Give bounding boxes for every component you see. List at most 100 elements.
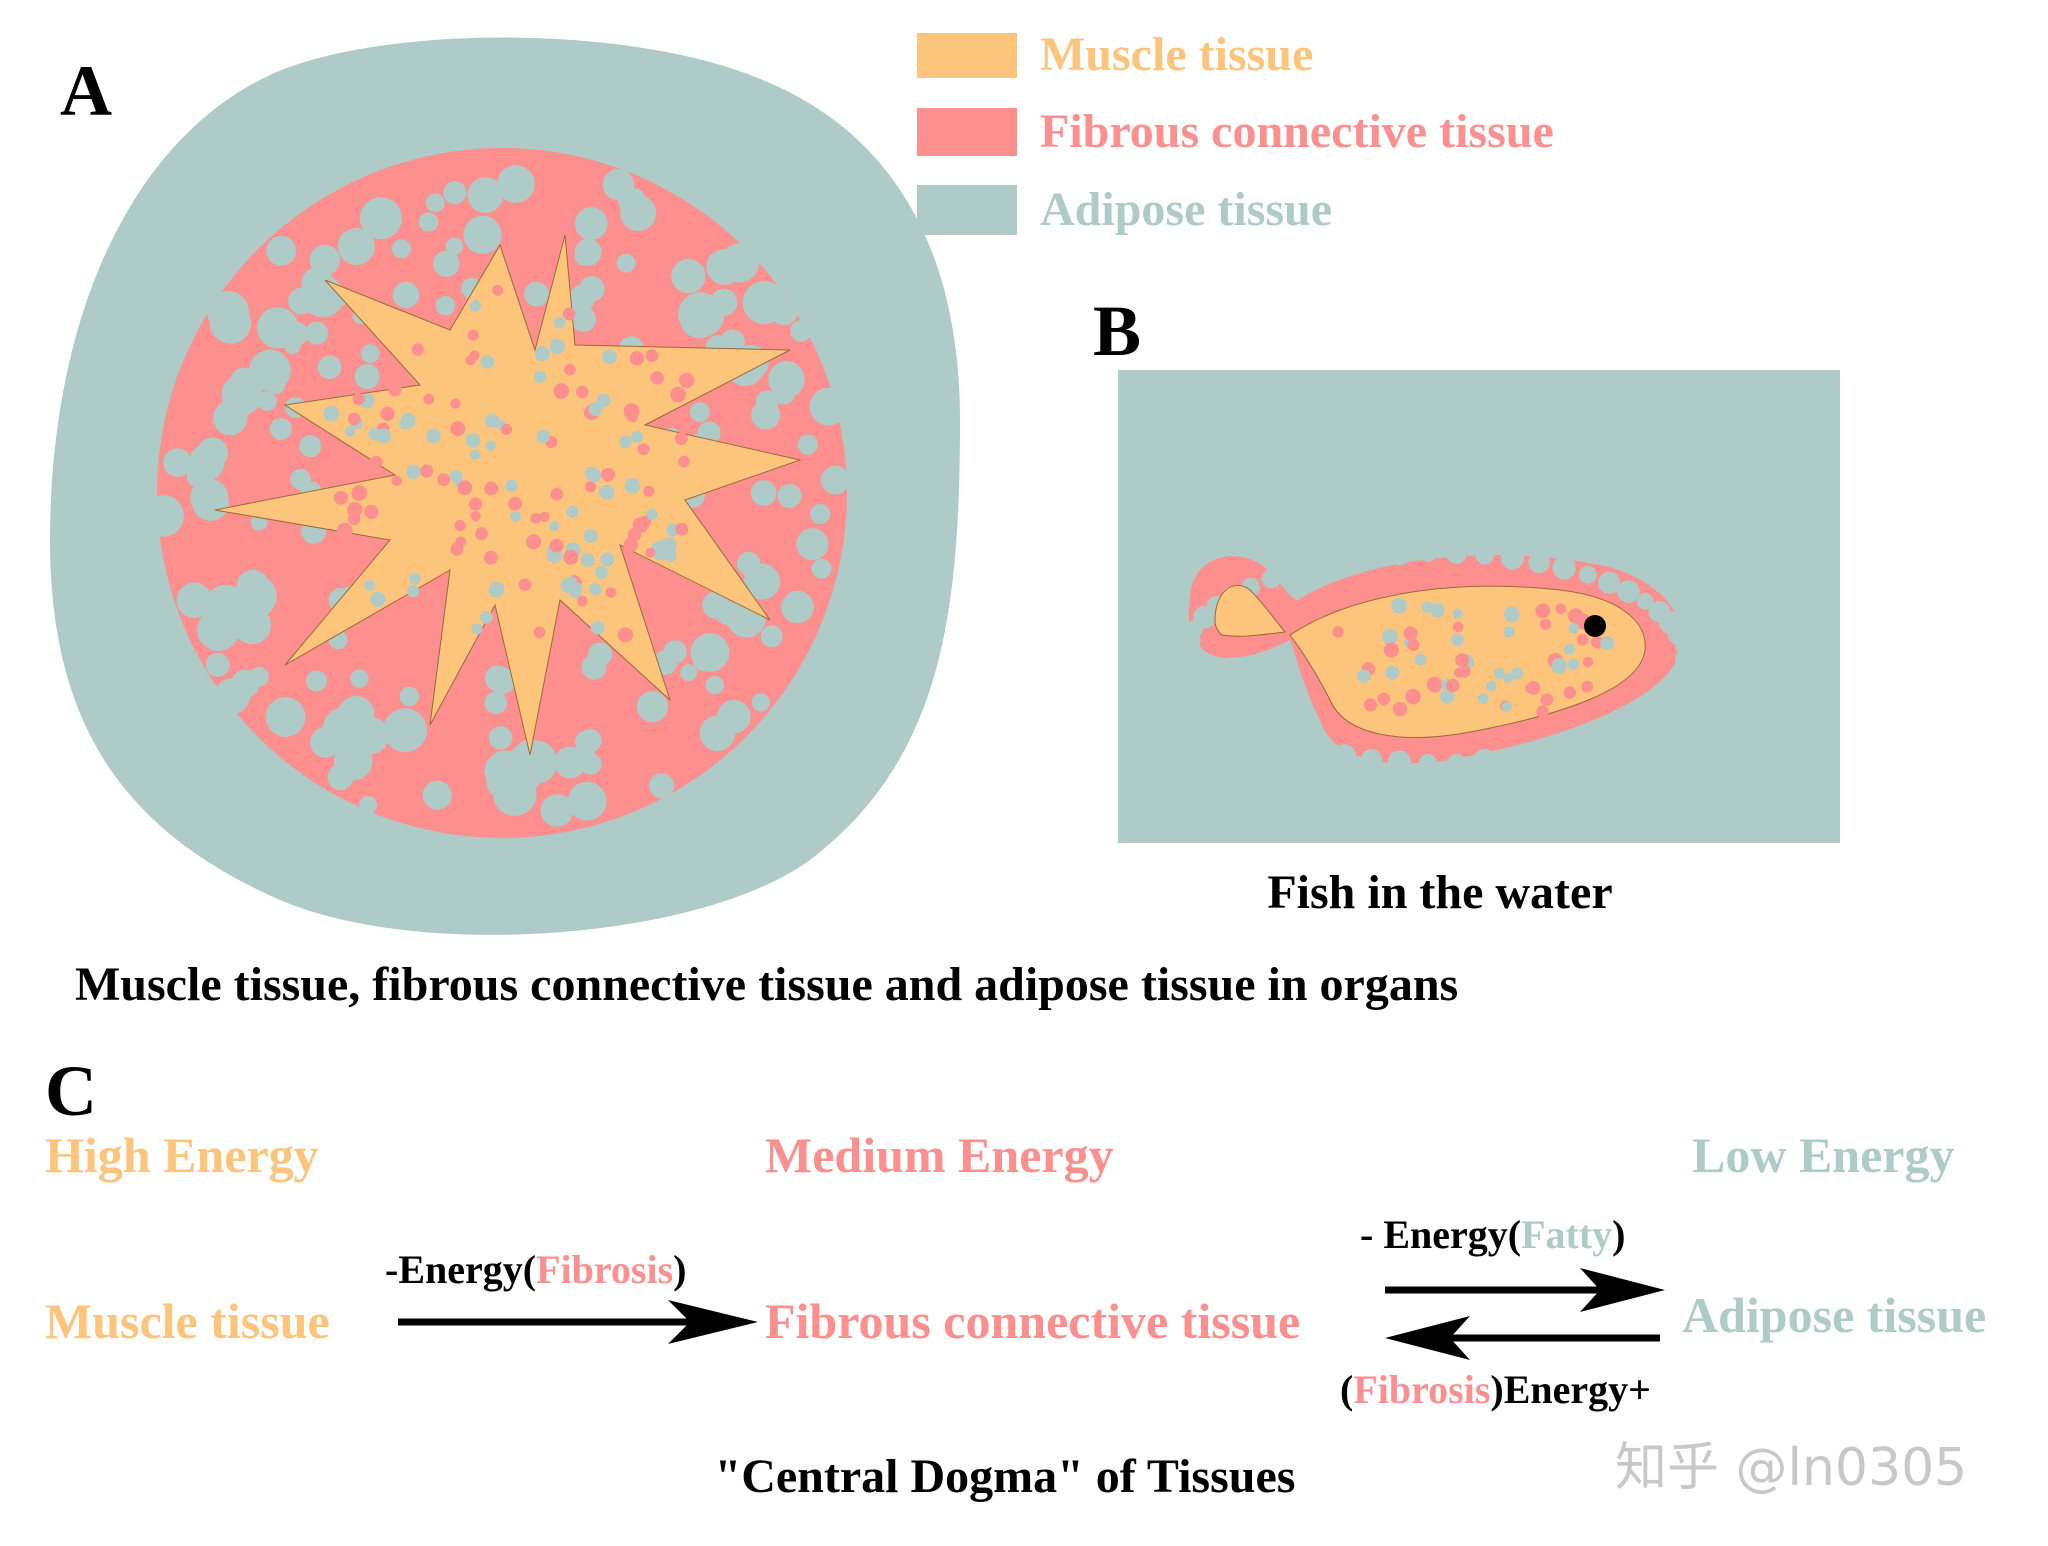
texture-dot xyxy=(798,435,818,455)
texture-dot xyxy=(584,529,598,543)
texture-dot xyxy=(1364,698,1377,711)
texture-dot xyxy=(571,582,583,594)
texture-dot xyxy=(675,523,688,536)
texture-dot xyxy=(1502,702,1512,712)
texture-dot xyxy=(752,693,770,711)
texture-dot xyxy=(690,402,710,422)
texture-dot xyxy=(323,406,339,422)
texture-dot xyxy=(563,550,578,565)
texture-dot xyxy=(192,484,229,521)
texture-dot xyxy=(420,464,433,477)
tissue-muscle: Muscle tissue xyxy=(45,1293,330,1349)
texture-dot xyxy=(1511,667,1523,679)
texture-dot xyxy=(1361,749,1382,770)
texture-dot xyxy=(355,364,380,389)
texture-dot xyxy=(1223,710,1243,730)
texture-dot xyxy=(663,640,687,664)
texture-dot xyxy=(337,523,353,539)
texture-dot xyxy=(1473,749,1497,773)
texture-dot xyxy=(457,480,472,495)
texture-dot xyxy=(649,773,674,798)
texture-dot xyxy=(568,782,607,821)
texture-dot xyxy=(534,627,546,639)
texture-dot xyxy=(1262,728,1281,747)
texture-dot xyxy=(1551,658,1567,674)
texture-dot xyxy=(662,537,676,551)
texture-dot xyxy=(361,344,380,363)
texture-dot xyxy=(1422,601,1433,612)
texture-dot xyxy=(368,428,381,441)
texture-dot xyxy=(643,486,654,497)
texture-dot xyxy=(1501,547,1524,570)
arrow-label-fibrous-to-adipose: - Energy(Fatty) xyxy=(1360,1212,1625,1257)
legend-swatch-muscle xyxy=(917,33,1017,78)
texture-dot xyxy=(566,506,578,518)
texture-dot xyxy=(554,317,566,329)
texture-dot xyxy=(1675,638,1691,654)
texture-dot xyxy=(423,394,434,405)
texture-dot xyxy=(249,667,269,687)
texture-dot xyxy=(469,350,479,360)
texture-dot xyxy=(348,413,361,426)
texture-dot xyxy=(1600,636,1614,650)
texture-dot xyxy=(463,216,501,254)
texture-dot xyxy=(524,282,549,307)
fish-eye xyxy=(1584,615,1606,637)
texture-dot xyxy=(589,402,603,416)
panel-b-label: B xyxy=(1093,291,1141,371)
legend: Muscle tissue Fibrous connective tissue … xyxy=(917,28,1554,236)
texture-dot xyxy=(627,412,638,423)
texture-dot xyxy=(364,580,375,591)
texture-dot xyxy=(426,429,441,444)
texture-dot xyxy=(1262,569,1281,588)
texture-dot xyxy=(680,664,697,681)
texture-dot xyxy=(1333,744,1356,767)
texture-dot xyxy=(267,376,286,395)
texture-dot xyxy=(1568,608,1583,623)
texture-dot xyxy=(1405,689,1421,705)
texture-dot xyxy=(1528,552,1549,573)
texture-dot xyxy=(650,371,664,385)
arrow-label-suffix: ) xyxy=(673,1247,686,1292)
texture-dot xyxy=(393,282,419,308)
texture-dot xyxy=(400,687,420,707)
texture-dot xyxy=(1636,705,1655,724)
texture-dot xyxy=(505,479,518,492)
texture-dot xyxy=(1385,666,1399,680)
texture-dot xyxy=(419,212,438,231)
texture-dot xyxy=(364,505,378,519)
texture-dot xyxy=(761,625,783,647)
texture-dot xyxy=(450,399,460,409)
texture-dot xyxy=(436,296,456,316)
texture-dot xyxy=(778,484,802,508)
texture-dot xyxy=(266,236,296,266)
texture-dot xyxy=(526,534,541,549)
texture-dot xyxy=(338,696,374,732)
texture-dot xyxy=(1415,654,1427,666)
texture-dot xyxy=(1503,626,1515,638)
texture-dot xyxy=(472,623,483,634)
texture-dot xyxy=(751,287,775,311)
texture-dot xyxy=(485,665,511,691)
texture-dot xyxy=(481,355,495,369)
arrow-adipose-to-fibrous xyxy=(1385,1316,1660,1360)
texture-dot xyxy=(426,194,445,213)
texture-dot xyxy=(1568,658,1580,670)
texture-dot xyxy=(383,708,427,752)
texture-dot xyxy=(299,435,321,457)
texture-dot xyxy=(575,249,592,266)
energy-high-label: High Energy xyxy=(45,1127,319,1183)
texture-dot xyxy=(585,481,596,492)
texture-dot xyxy=(401,413,416,428)
texture-dot xyxy=(1282,733,1305,756)
texture-dot xyxy=(1503,749,1521,767)
texture-dot xyxy=(391,476,402,487)
texture-dot xyxy=(671,259,705,293)
tissue-fibrous: Fibrous connective tissue xyxy=(765,1293,1300,1349)
texture-dot xyxy=(581,553,595,567)
texture-dot xyxy=(388,383,401,396)
texture-dot xyxy=(412,344,424,356)
texture-dot xyxy=(433,251,459,277)
texture-dot xyxy=(645,548,655,558)
